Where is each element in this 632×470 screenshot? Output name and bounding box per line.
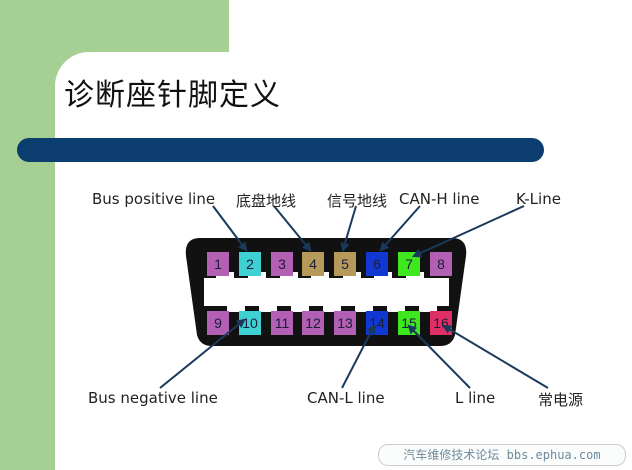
leader-can-l: [341, 325, 375, 389]
pin-4-number: 4: [309, 256, 317, 272]
label-battery-power: 常电源: [538, 391, 584, 409]
pin-13: [334, 311, 356, 335]
leader-bus-positive: [212, 205, 247, 251]
slide-title: 诊断座针脚定义: [64, 78, 281, 113]
leader-arrowhead-l-line: [407, 324, 418, 335]
pin-10-number: 10: [242, 315, 258, 331]
label-can-l-line: CAN-L line: [307, 389, 385, 407]
leader-chassis-ground: [273, 205, 311, 251]
leader-arrowhead-k-line: [411, 248, 423, 258]
pin-7-number: 7: [405, 256, 413, 272]
pin-9-number: 9: [214, 315, 222, 331]
label-bus-negative-line: Bus negative line: [88, 389, 218, 407]
pin-3: [271, 252, 293, 276]
forum-watermark: 汽车维修技术论坛 bbs.ephua.com: [378, 444, 626, 466]
leader-lines: [159, 205, 549, 389]
pin-10: [239, 311, 261, 335]
pin-1: [207, 252, 229, 276]
pin-9: [207, 311, 229, 335]
label-k-line: K-Line: [516, 190, 561, 208]
label-chassis-ground: 底盘地线: [236, 192, 297, 210]
pin-11: [271, 311, 293, 335]
leader-arrowhead-bus-negative: [235, 318, 246, 328]
pin-6-number: 6: [373, 256, 381, 272]
pin-8: [430, 252, 452, 276]
pin-11-number: 11: [275, 315, 290, 331]
leader-arrowhead-can-h: [379, 241, 390, 252]
label-l-line: L line: [455, 389, 496, 407]
background-green-strip: [0, 0, 55, 470]
leader-arrowhead-can-l: [366, 324, 376, 335]
label-bus-positive-line: Bus positive line: [92, 190, 216, 208]
leader-arrowhead-chassis-ground: [301, 241, 312, 252]
leader-bus-negative: [159, 319, 245, 389]
leader-arrowhead-signal-ground: [340, 241, 350, 253]
pin-2-number: 2: [246, 256, 254, 272]
connector-inner-strip: [204, 272, 449, 312]
leader-signal-ground: [342, 205, 357, 251]
pin-8-number: 8: [437, 256, 445, 272]
pin-12-number: 12: [305, 315, 321, 331]
label-can-h-line: CAN-H line: [399, 190, 480, 208]
pin-5: [334, 252, 356, 276]
leader-arrowhead-battery-power: [442, 324, 453, 334]
leader-can-h: [380, 205, 421, 251]
label-signal-ground: 信号地线: [327, 192, 388, 210]
pin-3-number: 3: [278, 256, 286, 272]
leader-k-line: [413, 205, 525, 257]
leader-l-line: [408, 325, 471, 389]
pin-5-number: 5: [341, 256, 349, 272]
pin-12: [302, 311, 324, 335]
pin-4: [302, 252, 324, 276]
leader-arrowhead-bus-positive: [238, 241, 248, 252]
leader-battery-power: [443, 325, 549, 389]
pin-13-number: 13: [337, 315, 353, 331]
pin-7: [398, 252, 420, 276]
title-divider-bar: [17, 138, 544, 162]
pin-2: [239, 252, 261, 276]
pin-6: [366, 252, 388, 276]
pin-1-number: 1: [214, 256, 222, 272]
